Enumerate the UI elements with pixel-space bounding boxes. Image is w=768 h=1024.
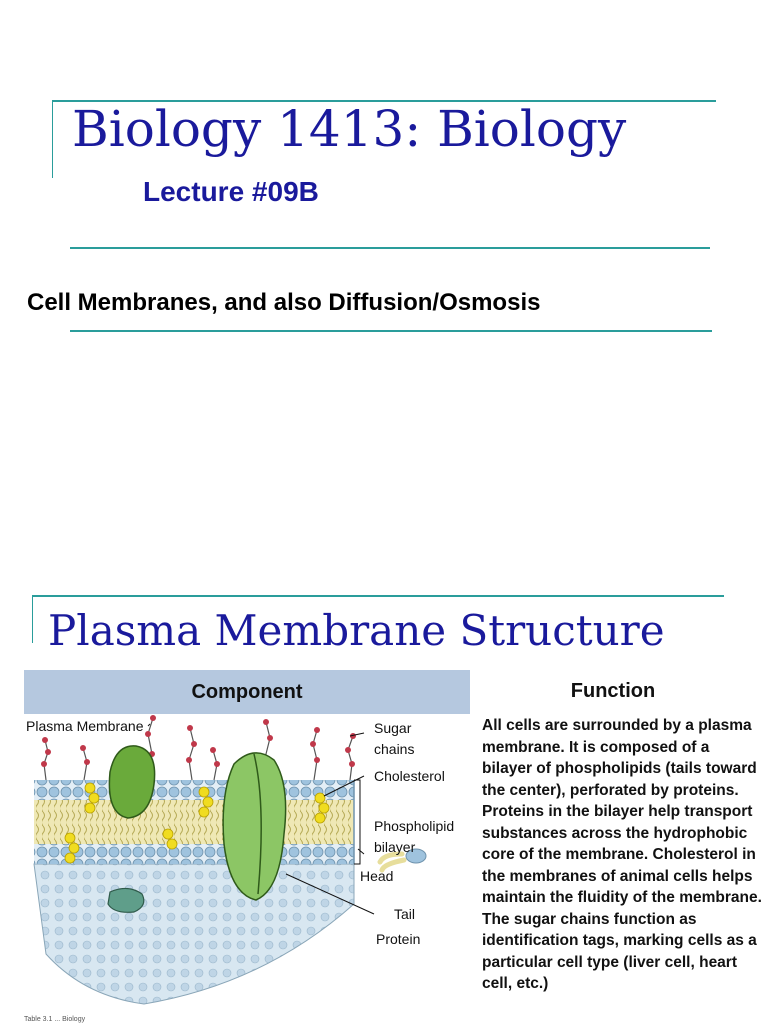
cholesterol-molecules bbox=[64, 782, 330, 864]
membrane-figure: Component bbox=[24, 670, 470, 1015]
function-header: Function bbox=[570, 680, 656, 702]
membrane-diagram bbox=[33, 715, 427, 1005]
peripheral-protein bbox=[108, 745, 156, 819]
label-sugar-chains: Sugar chains bbox=[374, 720, 415, 757]
topic-rule bbox=[70, 330, 712, 332]
subtitle-rule bbox=[70, 247, 710, 249]
label-protein: Protein bbox=[376, 931, 421, 947]
function-panel: Function All cells are surrounded by a p… bbox=[478, 670, 768, 995]
function-description: All cells are surrounded by a plasma mem… bbox=[482, 717, 762, 992]
transmembrane-protein bbox=[222, 752, 287, 901]
slide-title: Biology 1413: Biology bbox=[72, 100, 627, 158]
title-top-rule bbox=[52, 100, 716, 102]
cytoplasm-region bbox=[33, 863, 355, 1005]
slide-subtitle: Lecture #09B bbox=[143, 176, 319, 207]
title-left-rule bbox=[52, 100, 53, 178]
tail-layer bbox=[34, 800, 354, 844]
inner-protein bbox=[107, 887, 145, 913]
sugar-chains bbox=[43, 717, 354, 781]
label-tail: Tail bbox=[394, 906, 416, 922]
label-cholesterol: Cholesterol bbox=[374, 768, 445, 784]
phospholipid-icon bbox=[377, 848, 427, 873]
component-header: Component bbox=[24, 670, 470, 714]
slide2-title: Plasma Membrane Structure bbox=[48, 606, 665, 655]
sugar-chain-beads bbox=[41, 715, 356, 767]
label-plasma-membrane: Plasma Membrane bbox=[26, 718, 144, 734]
slide-topic: Cell Membranes, and also Diffusion/Osmos… bbox=[27, 289, 541, 316]
label-head: Head bbox=[360, 868, 394, 884]
outer-head-layer bbox=[34, 780, 354, 800]
figure-caption: Table 3.1 ... Biology bbox=[24, 1016, 86, 1023]
label-phospholipid-bilayer: Phospholipid bilayer bbox=[374, 818, 455, 855]
slide2-left-rule bbox=[32, 595, 33, 643]
inner-head-layer bbox=[34, 844, 354, 864]
slide2-top-rule bbox=[32, 595, 724, 597]
